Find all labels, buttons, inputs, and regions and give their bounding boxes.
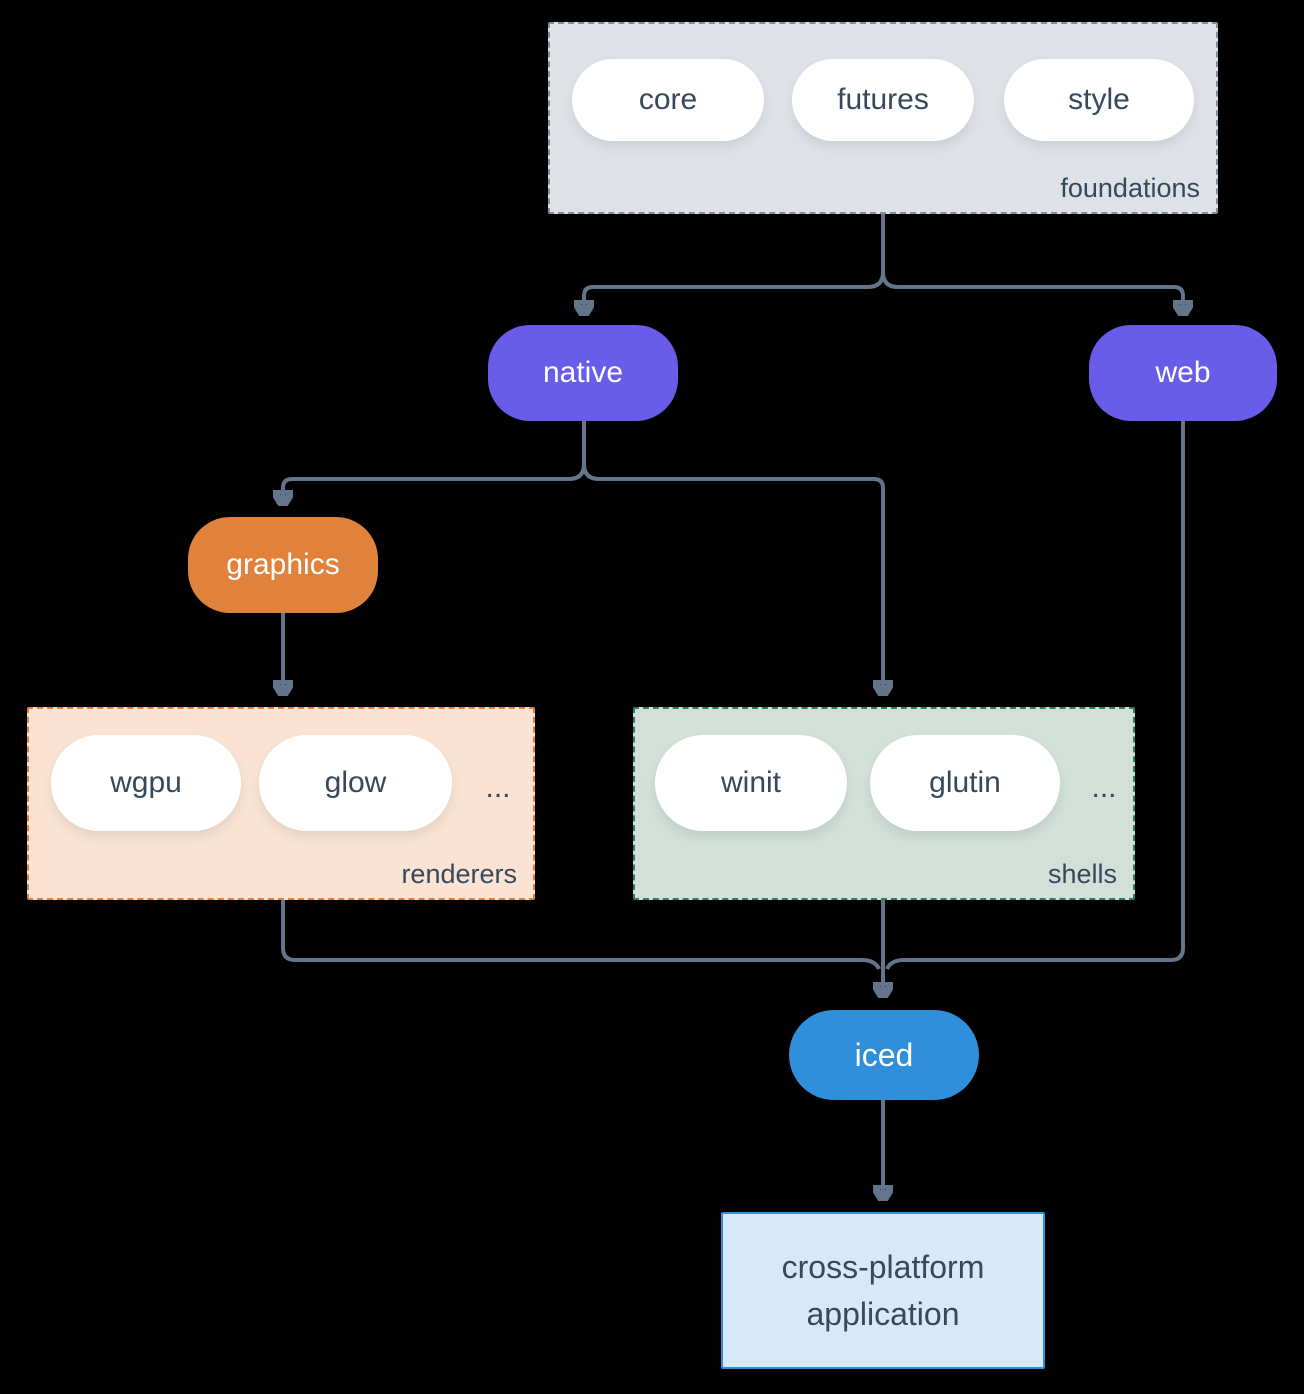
group-shells-label: shells (1047, 859, 1117, 889)
node-glutin-label: glutin (929, 766, 1001, 799)
connector-renderers-merge (281, 900, 881, 970)
node-iced: iced (789, 1010, 979, 1100)
connector-foundations-native (584, 271, 885, 314)
node-glutin: glutin (870, 735, 1060, 831)
shells-ellipsis: ... (1091, 771, 1117, 804)
group-renderers-label: renderers (401, 859, 517, 889)
node-graphics-label: graphics (226, 548, 340, 581)
node-style-label: style (1068, 83, 1130, 116)
node-wgpu-label: wgpu (110, 766, 182, 799)
node-native-label: native (542, 356, 624, 389)
node-core-label: core (638, 83, 698, 116)
node-style: style (1004, 59, 1194, 141)
application-label-line1: cross-platform (781, 1248, 985, 1285)
node-core: core (572, 59, 764, 141)
connector-native-graphics (283, 463, 586, 504)
group-renderers: wgpu glow ... renderers (27, 707, 535, 900)
connector-foundations-web (881, 271, 1183, 314)
group-shells: winit glutin ... shells (633, 707, 1135, 900)
renderers-ellipsis: ... (485, 771, 511, 804)
group-foundations-label: foundations (1060, 173, 1200, 203)
node-winit: winit (655, 735, 847, 831)
node-cross-platform-application: cross-platform application (721, 1212, 1045, 1369)
node-iced-label: iced (854, 1036, 914, 1073)
node-native: native (488, 325, 678, 421)
group-foundations: core futures style foundations (548, 22, 1218, 214)
node-glow: glow (259, 735, 452, 831)
node-web-label: web (1155, 356, 1211, 389)
connector-native-shells (582, 463, 883, 694)
application-label-line2: application (806, 1295, 960, 1332)
node-wgpu: wgpu (51, 735, 241, 831)
node-futures-label: futures (837, 83, 929, 116)
node-futures: futures (792, 59, 974, 141)
node-winit-label: winit (720, 766, 781, 799)
node-glow-label: glow (324, 766, 387, 799)
node-graphics: graphics (188, 517, 378, 613)
node-web: web (1089, 325, 1277, 421)
